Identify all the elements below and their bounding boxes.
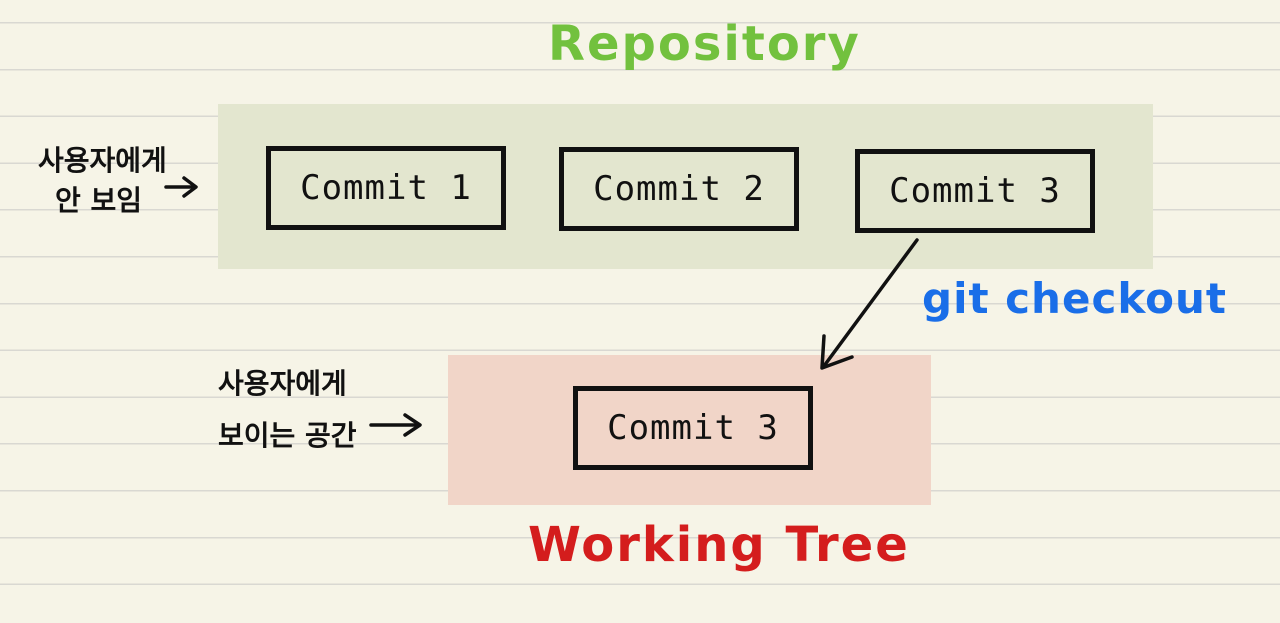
arrow-right-icon-visible — [369, 413, 422, 437]
repository-title: Repository — [548, 16, 861, 72]
arrow-right-icon-hidden — [164, 176, 198, 198]
hidden-note-line1: 사용자에게 — [38, 144, 167, 177]
repository-region — [218, 104, 1153, 269]
visible-note-line1: 사용자에게 — [218, 367, 347, 400]
working-tree-commit-box: Commit 3 — [573, 386, 813, 470]
visible-note-line2: 보이는 공간 — [218, 419, 357, 452]
git-checkout-label: git checkout — [922, 274, 1227, 323]
repo-commit-3-box: Commit 3 — [855, 149, 1095, 233]
hidden-note-line2: 안 보임 — [55, 184, 143, 217]
repo-commit-2-box: Commit 2 — [559, 147, 799, 231]
repo-commit-1-box: Commit 1 — [266, 146, 506, 230]
working-tree-region — [448, 355, 931, 505]
working-tree-title: Working Tree — [528, 517, 910, 573]
